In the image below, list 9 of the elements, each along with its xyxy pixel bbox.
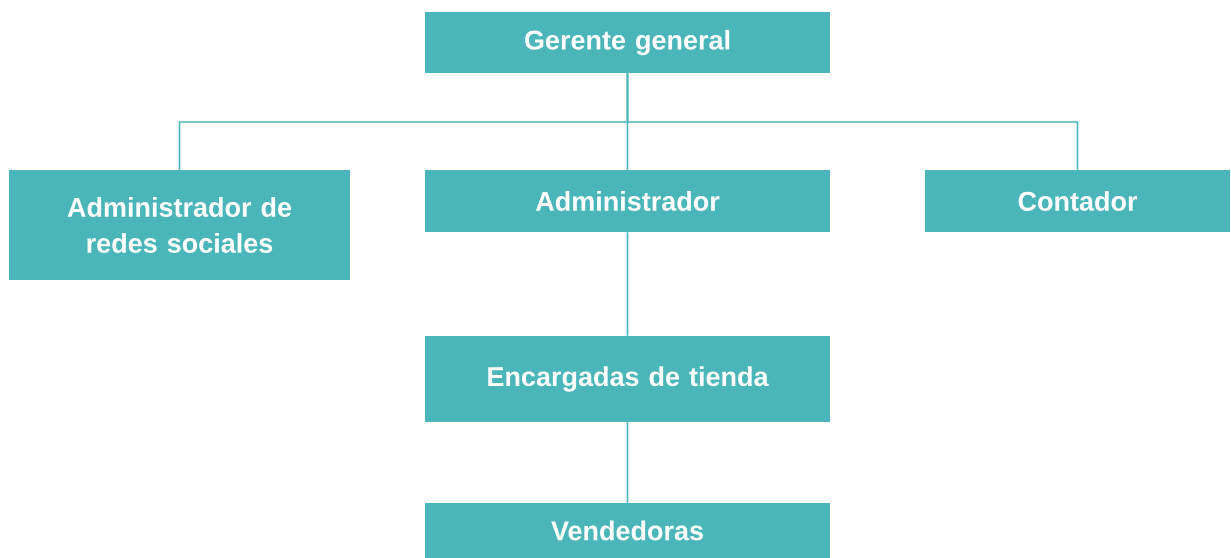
org-box: Encargadas de tienda (425, 336, 830, 422)
org-box: Gerente general (425, 12, 830, 73)
org-box: Vendedoras (425, 503, 830, 558)
connector-line (626, 72, 1079, 171)
org-box: Contador (925, 170, 1230, 232)
org-box: Administrador (425, 170, 830, 232)
org-box: Administrador de redes sociales (9, 170, 350, 280)
connector-line (626, 421, 629, 504)
connector-line (626, 231, 629, 337)
